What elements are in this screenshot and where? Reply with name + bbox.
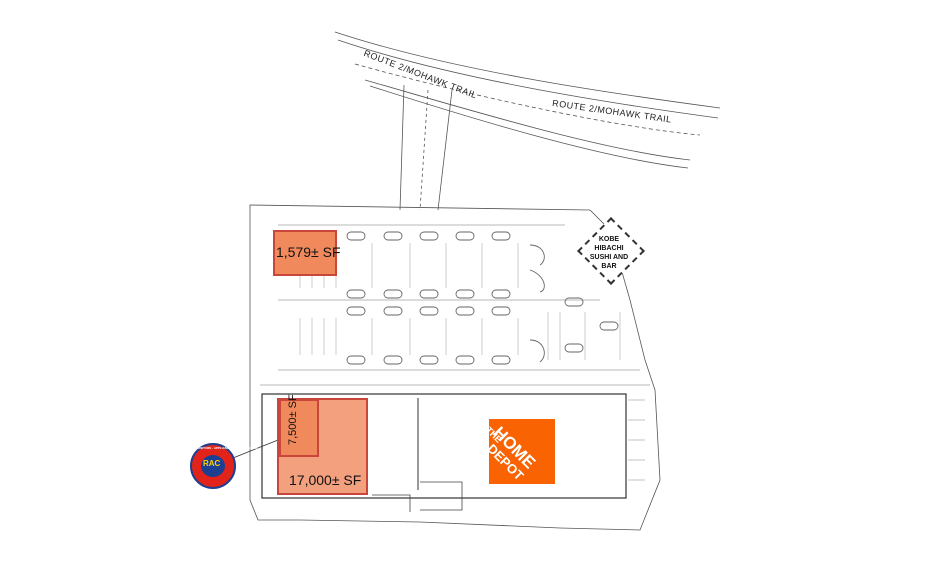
- kobe-restaurant-label: KOBE HIBACHI SUSHI AND BAR: [589, 236, 629, 270]
- garden-center: [420, 481, 463, 511]
- rac-logo-abbrev: RAC: [203, 459, 221, 468]
- outparcel-unit[interactable]: 1,579± SF: [273, 230, 341, 276]
- rac-logo-center: [201, 455, 225, 477]
- highway-edge-north-2: [337, 39, 719, 119]
- rent-a-center-logo: RAC FURNITURE · APPLIANCES · ELECTRONICS: [190, 443, 257, 489]
- highway-edge-south: [364, 79, 691, 161]
- rac-logo-ring-text: FURNITURE · APPLIANCES · ELECTRONICS: [194, 446, 258, 450]
- east-side-details: [628, 399, 645, 481]
- driveway-right: [437, 89, 453, 211]
- parking-islands: [346, 231, 619, 365]
- highway-edge-mid: [354, 63, 701, 136]
- small-space-unit[interactable]: 7,500± SF: [279, 394, 319, 457]
- highway-edge-south-2: [369, 85, 689, 169]
- driveway-left: [399, 84, 405, 211]
- rac-leader-line: [232, 439, 279, 459]
- large-space-label: 17,000± SF: [289, 472, 362, 488]
- loading-dock: [372, 494, 411, 512]
- parking-stalls: [299, 243, 621, 360]
- driveway-center: [419, 89, 429, 211]
- home-depot-logo: THE HOME DEPOT: [489, 419, 555, 484]
- small-space-label: 7,500± SF: [287, 394, 299, 445]
- highway-edge-north: [334, 31, 721, 109]
- parking-aisles: [260, 224, 650, 386]
- outparcel-unit-label: 1,579± SF: [276, 244, 341, 260]
